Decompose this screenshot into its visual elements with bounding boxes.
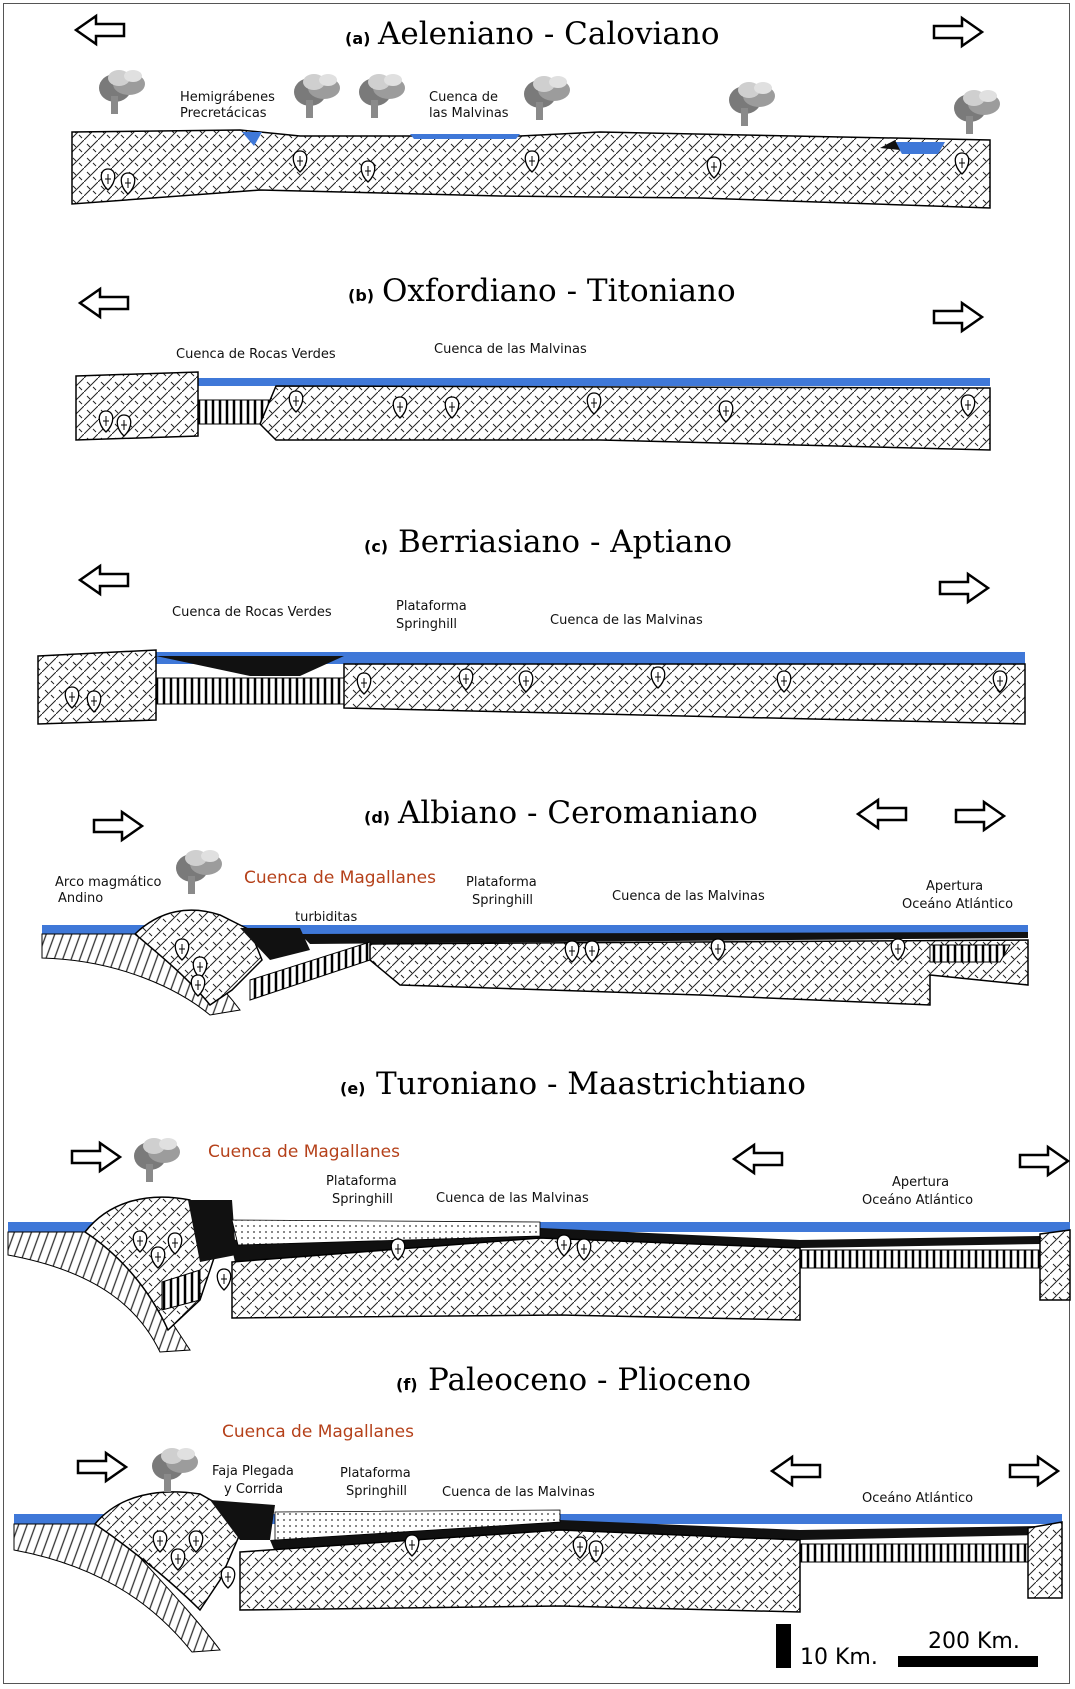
- diagram-label: Arco magmático: [55, 875, 162, 890]
- arrow-right-icon: [94, 812, 142, 840]
- arrow-left-icon: [734, 1145, 782, 1173]
- sediment-fill: [156, 656, 344, 676]
- arrow-left-icon: [80, 289, 128, 317]
- panel-e-letter: (e): [340, 1079, 365, 1098]
- panel-a-title: Aeleniano - Caloviano: [377, 16, 719, 52]
- vertical-scale-bar: [776, 1624, 791, 1668]
- horizontal-scale-bar: [898, 1656, 1038, 1667]
- panel-e: (e) Turoniano - Maastrichtiano Cuenca de…: [8, 1066, 1070, 1352]
- panel-d-letter: (d): [364, 808, 390, 827]
- diagram-label: Plataforma: [396, 599, 467, 614]
- panel-c: (c) Berriasiano - Aptiano Cuenca de Roca…: [38, 524, 1025, 724]
- basin-label-red: Cuenca de Magallanes: [244, 868, 436, 888]
- diagram-label: Oceáno Atlántico: [902, 897, 1013, 912]
- panel-f-title: Paleoceno - Plioceno: [428, 1362, 751, 1398]
- crust-block: [260, 386, 990, 450]
- diagram-label: Apertura: [926, 879, 983, 894]
- volcanic-plume-icon: [99, 70, 145, 114]
- crust-block: [344, 664, 1025, 724]
- arrow-right-icon: [78, 1453, 126, 1481]
- panel-d: (d) Albiano - Ceromaniano Arco magmático…: [42, 795, 1028, 1015]
- volcanic-plume-icon: [524, 76, 570, 120]
- sea-water: [198, 378, 990, 386]
- pluton-icon: [221, 1567, 235, 1588]
- panel-f-letter: (f): [396, 1375, 418, 1394]
- oceanic-crust: [800, 1544, 1028, 1562]
- volcanic-plume-icon: [176, 850, 222, 894]
- diagram-label: Cuenca de las Malvinas: [436, 1191, 589, 1206]
- diagram-label: Plataforma: [466, 875, 537, 890]
- crust-block: [76, 372, 198, 440]
- panel-b-title: Oxfordiano - Titoniano: [382, 273, 736, 309]
- diagram-label: Oceáno Atlántico: [862, 1491, 973, 1506]
- arrow-right-icon: [956, 802, 1004, 830]
- arrow-right-icon: [1020, 1147, 1068, 1175]
- diagram-label: Springhill: [346, 1484, 407, 1499]
- arrow-right-icon: [934, 18, 982, 46]
- diagram-label: Oceáno Atlántico: [862, 1193, 973, 1208]
- arrow-left-icon: [76, 16, 124, 44]
- crust-block: [370, 940, 1028, 1005]
- diagram-label: Springhill: [396, 617, 457, 632]
- diagram-label: Precretácicas: [180, 106, 267, 121]
- panel-b: (b) Oxfordiano - Titoniano Cuenca de Roc…: [76, 273, 990, 450]
- volcanic-plume-icon: [954, 90, 1000, 134]
- panel-f: (f) Paleoceno - Plioceno Cuenca de Magal…: [14, 1362, 1062, 1652]
- arrow-left-icon: [80, 566, 128, 594]
- panel-d-title: Albiano - Ceromaniano: [397, 795, 758, 831]
- crust-block: [1028, 1522, 1062, 1598]
- diagram-label: Apertura: [892, 1175, 949, 1190]
- diagram-label: Cuenca de: [429, 90, 498, 105]
- arrow-right-icon: [72, 1143, 120, 1171]
- basin-label-red: Cuenca de Magallanes: [208, 1142, 400, 1162]
- panel-c-title: Berriasiano - Aptiano: [398, 524, 732, 560]
- basin-label-red: Cuenca de Magallanes: [222, 1422, 414, 1442]
- diagram-label: turbiditas: [295, 910, 357, 925]
- diagram-label: Cuenca de las Malvinas: [442, 1485, 595, 1500]
- volcanic-plume-icon: [359, 74, 405, 118]
- diagram-label: Faja Plegada: [212, 1464, 294, 1479]
- diagram-label: Cuenca de las Malvinas: [550, 613, 703, 628]
- crust-block: [1040, 1230, 1070, 1300]
- panel-a: (a) Aeleniano - Caloviano Hemigrábenes P…: [72, 16, 1000, 208]
- diagram-label: Plataforma: [340, 1466, 411, 1481]
- diagram-label: Cuenca de Rocas Verdes: [172, 605, 332, 620]
- diagram-label: Cuenca de las Malvinas: [434, 342, 587, 357]
- panel-a-letter: (a): [345, 29, 370, 48]
- oceanic-crust: [930, 945, 1010, 962]
- oceanic-crust: [156, 678, 344, 704]
- panel-b-letter: (b): [348, 286, 374, 305]
- arrow-left-icon: [772, 1457, 820, 1485]
- diagram-label: Cuenca de Rocas Verdes: [176, 347, 336, 362]
- diagram-label: Plataforma: [326, 1174, 397, 1189]
- panel-e-title: Turoniano - Maastrichtiano: [376, 1066, 806, 1102]
- scale-bar: 10 Km. 200 Km.: [776, 1624, 1038, 1670]
- diagram-label: Springhill: [332, 1192, 393, 1207]
- pluton-icon: [217, 1269, 231, 1290]
- arrow-left-icon: [858, 800, 906, 828]
- volcanic-plume-icon: [294, 74, 340, 118]
- arrow-right-icon: [1010, 1457, 1058, 1485]
- oceanic-crust: [800, 1250, 1040, 1268]
- arrow-right-icon: [934, 303, 982, 331]
- volcanic-plume-icon: [152, 1448, 198, 1492]
- panel-c-letter: (c): [364, 537, 388, 556]
- crust-block: [38, 650, 156, 724]
- diagram-label: Andino: [58, 891, 103, 906]
- diagram-label: Cuenca de las Malvinas: [612, 889, 765, 904]
- diagram-label: y Corrida: [224, 1482, 283, 1497]
- horizontal-scale-label: 200 Km.: [928, 1629, 1020, 1654]
- volcanic-plume-icon: [729, 82, 775, 126]
- diagram-label: las Malvinas: [429, 106, 509, 121]
- diagram-label: Hemigrábenes: [180, 90, 275, 105]
- volcanic-plume-icon: [134, 1138, 180, 1182]
- vertical-scale-label: 10 Km.: [800, 1645, 878, 1670]
- diagram-label: Springhill: [472, 893, 533, 908]
- arrow-right-icon: [940, 574, 988, 602]
